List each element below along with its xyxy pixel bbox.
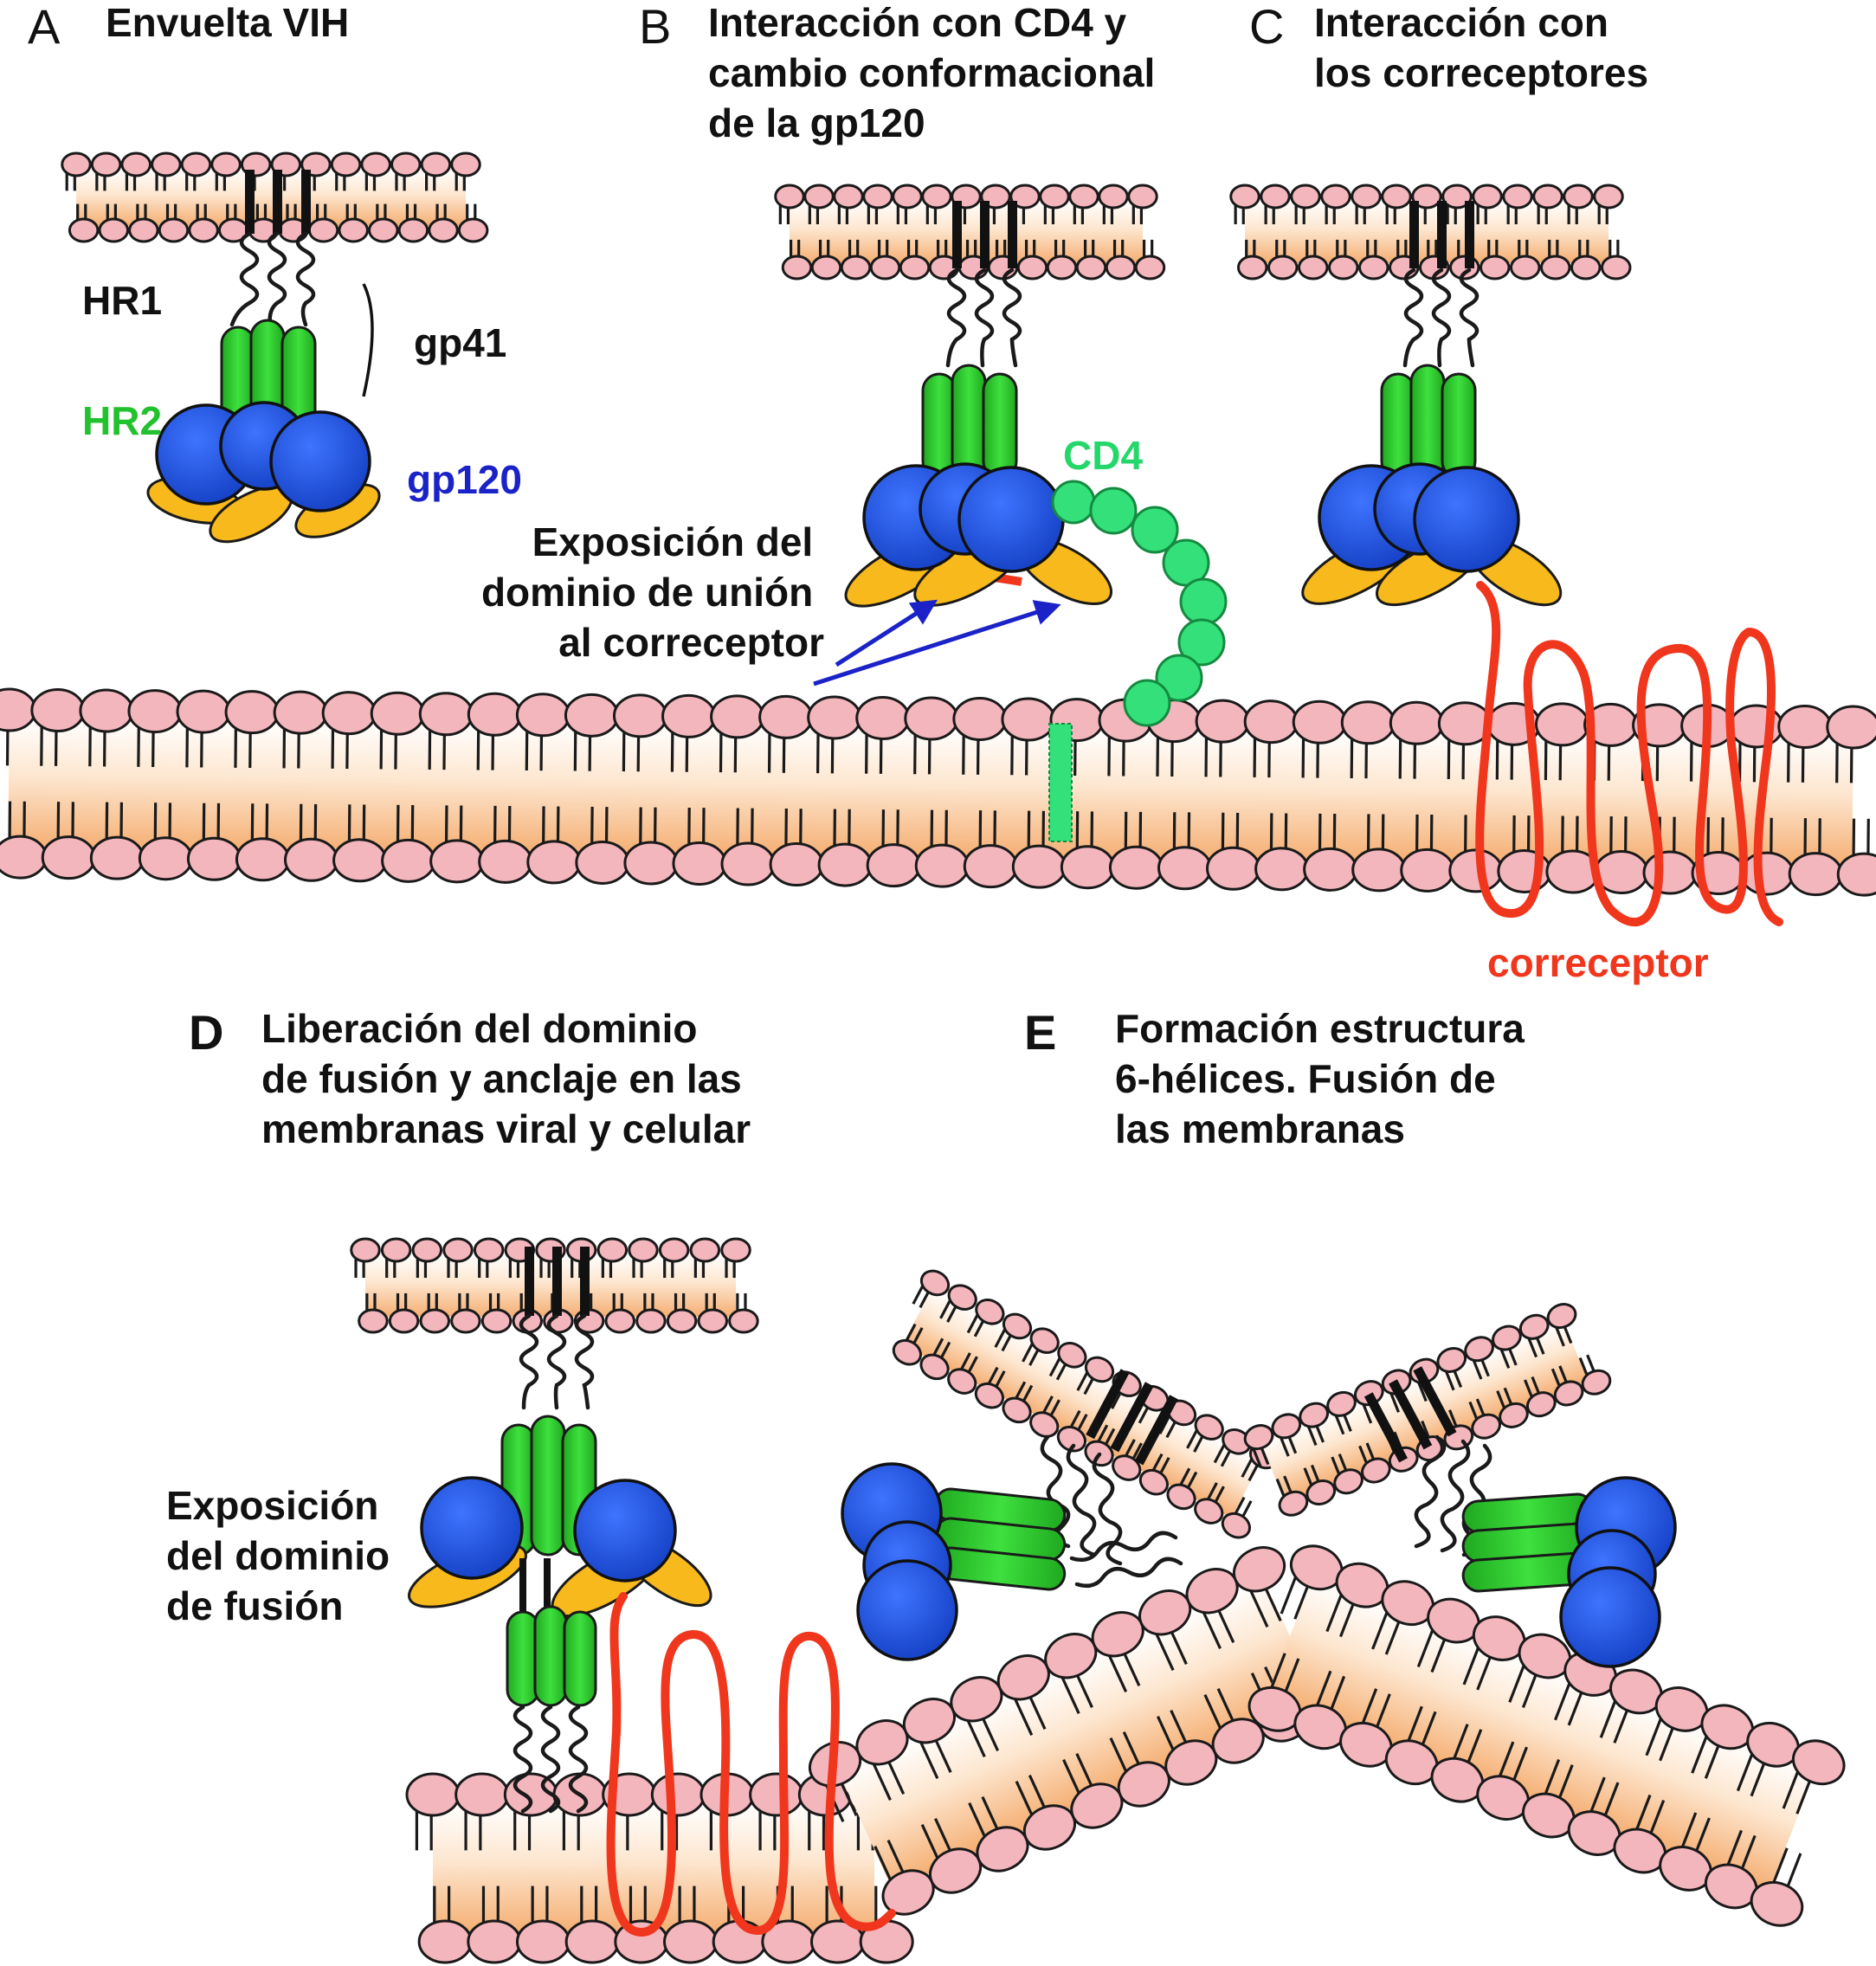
cell-membrane-e-right	[1247, 1544, 1846, 1927]
panel-a-letter: A	[28, 0, 61, 54]
gp41-label: gp41	[414, 320, 506, 365]
hr2-label: HR2	[82, 398, 162, 443]
gp41-linkers	[519, 1313, 595, 1410]
panel-c: C Interacción con los correceptores	[1249, 0, 1783, 985]
coreceptor-site-label: Exposición del dominio de unión al corre…	[481, 519, 824, 665]
viral-membrane-b	[774, 184, 1166, 280]
gp41-transmembrane	[952, 201, 1017, 268]
six-helix-bundle-left	[841, 1462, 1067, 1661]
panel-b-title: Interacción con CD4 y cambio conformacio…	[708, 0, 1166, 145]
fusion-peptides	[513, 1705, 589, 1814]
gp120-dissociated	[408, 1476, 712, 1619]
viral-membrane-d	[350, 1237, 759, 1334]
panel-d-title: Liberación del dominio de fusión y ancla…	[261, 1006, 753, 1151]
gp120-label: gp120	[407, 457, 522, 502]
gp41-linkers	[1402, 268, 1480, 368]
viral-membrane-a	[61, 151, 489, 243]
cell-membrane-d	[405, 1772, 914, 1964]
cell-membrane-bc	[0, 687, 1876, 897]
cd4-receptor	[1048, 480, 1228, 842]
panel-b-letter: B	[639, 0, 671, 54]
membranes	[0, 151, 1876, 1964]
gp120-trimer	[146, 401, 381, 544]
panel-d-letter: D	[189, 1005, 223, 1060]
panel-b: B Interacción con CD4 y cambio conformac…	[481, 0, 1228, 842]
fusion-domain-label: Exposición del dominio de fusión	[166, 1483, 401, 1628]
gp41-transmembrane-left	[1086, 1369, 1178, 1466]
panel-e: E Formación estructura 6-hélices. Fusión…	[841, 1005, 1677, 1668]
gp41-helix-bundle	[1380, 364, 1477, 480]
viral-membrane-c	[1229, 184, 1632, 280]
gp41-helix-bundle	[921, 364, 1018, 480]
gp41-transmembrane-right	[1363, 1366, 1457, 1463]
coreceptor-chain	[1475, 581, 1783, 927]
panel-d: D Liberación del dominio de fusión y anc…	[166, 1005, 896, 1937]
gp41-helix-bundle-lower	[506, 1605, 597, 1707]
gp41-transmembrane	[245, 170, 311, 234]
gp41-linkers	[229, 231, 316, 327]
panel-e-letter: E	[1024, 1005, 1056, 1060]
panel-a: A Envuelta VIH HR1 gp	[28, 0, 522, 544]
gp41-linkers	[945, 268, 1022, 368]
six-helix-bundle-right	[1461, 1476, 1677, 1668]
coreceptor-chain	[606, 1592, 896, 1937]
panel-a-title: Envuelta VIH	[106, 0, 349, 45]
arrow-to-site-1	[835, 599, 938, 667]
gp120-trimer-open	[844, 462, 1113, 608]
viral-membrane-e-right	[1243, 1303, 1612, 1517]
panel-c-title: Interacción con los correceptores	[1314, 0, 1648, 95]
coreceptor-label: correceptor	[1487, 940, 1709, 985]
hr1-label: HR1	[82, 278, 162, 323]
gp41-transmembrane	[1409, 201, 1474, 268]
cd4-label: CD4	[1063, 433, 1143, 478]
viral-membrane-e-left	[892, 1269, 1280, 1539]
panel-c-letter: C	[1249, 0, 1284, 54]
panel-e-title: Formación estructura 6-hélices. Fusión d…	[1115, 1006, 1536, 1151]
arrow-to-site-2	[813, 600, 1061, 686]
cell-membrane-e-left	[808, 1546, 1359, 1916]
gp41-transmembrane	[525, 1247, 590, 1316]
gp120-trimer	[1301, 462, 1563, 607]
